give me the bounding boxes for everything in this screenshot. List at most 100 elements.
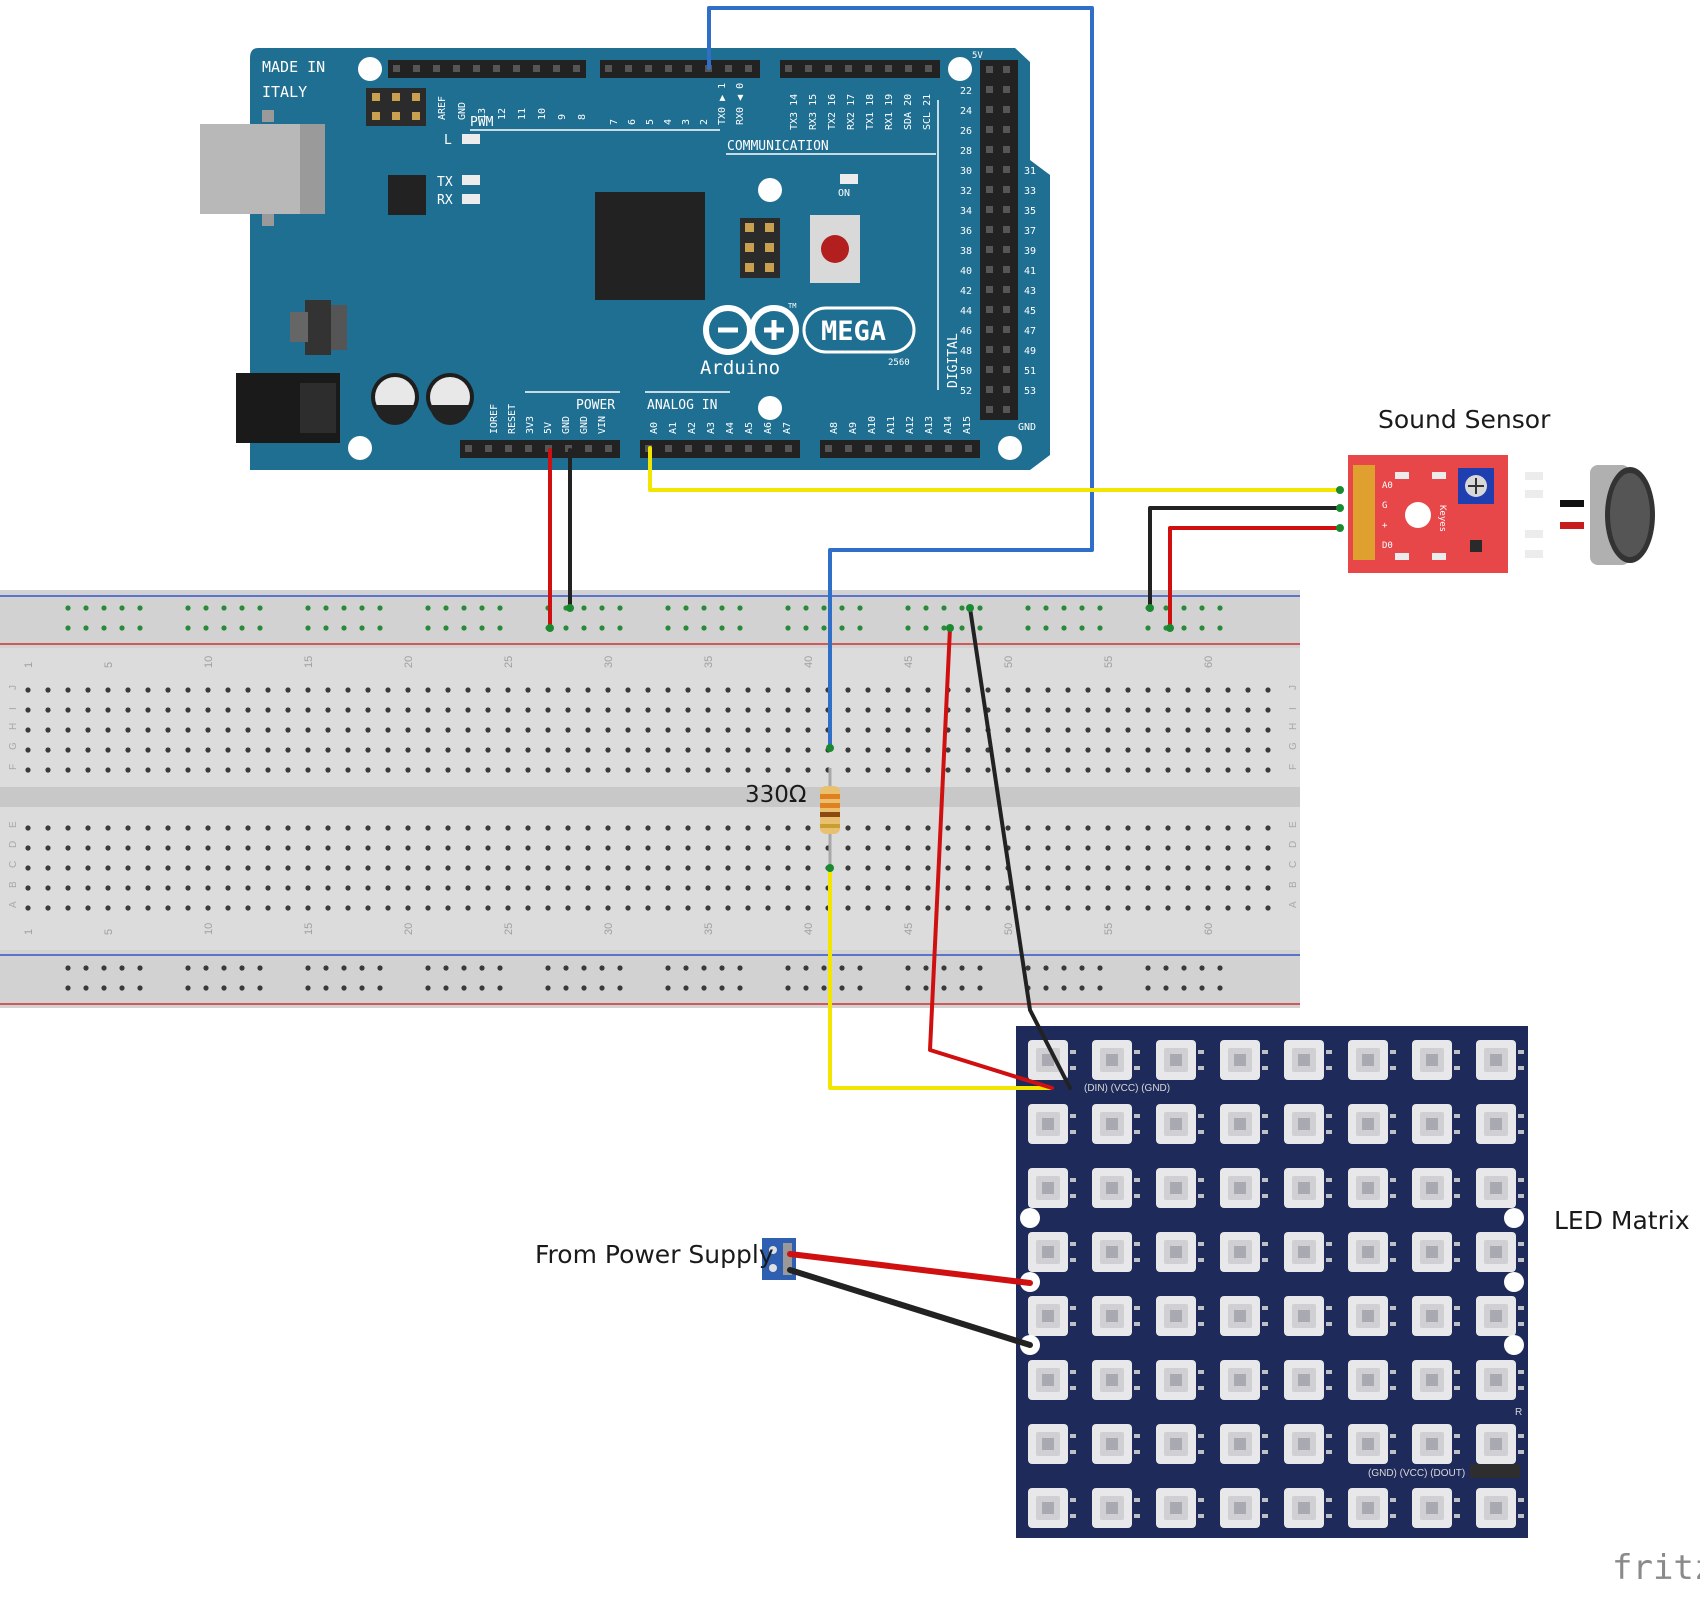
pin-label: SCL 21 <box>922 94 933 130</box>
matrix-led <box>1412 1040 1460 1080</box>
digital-label: DIGITAL <box>946 333 961 388</box>
resistor-330 <box>820 768 840 870</box>
breadboard-col-number: 60 <box>1203 923 1215 935</box>
matrix-led <box>1348 1296 1396 1336</box>
matrix-led <box>1092 1168 1140 1208</box>
pin-label: RX2 17 <box>846 94 857 130</box>
pin-label: 8 <box>577 114 588 120</box>
pin-label: 3V3 <box>525 416 536 434</box>
matrix-led <box>1348 1232 1396 1272</box>
matrix-led <box>1284 1424 1332 1464</box>
matrix-led <box>1220 1232 1268 1272</box>
breadboard-col-number: 25 <box>503 656 515 668</box>
arduino-mega-board: MADE IN ITALY PWM COMMUNICATION POWER AN… <box>200 48 1050 470</box>
pin-label: 46 <box>960 326 972 337</box>
pin-label: RESET <box>507 404 518 434</box>
pin-label: A13 <box>924 416 935 434</box>
matrix-led <box>1092 1488 1140 1528</box>
pin-label: TX0 ▶ 1 <box>717 83 728 125</box>
pin-label: 7 <box>609 119 620 125</box>
pin-label: IOREF <box>489 404 500 434</box>
pin-label: TX3 14 <box>789 94 800 130</box>
breadboard-holes <box>25 605 1271 991</box>
matrix-led <box>1412 1104 1460 1144</box>
wire-red-power-supply <box>787 1251 1033 1286</box>
pin-label: 52 <box>960 386 972 397</box>
breadboard-col-number: 1 <box>23 929 35 935</box>
matrix-led <box>1476 1104 1524 1144</box>
breadboard-row-letter: G <box>1288 742 1299 750</box>
breadboard-col-number: 45 <box>903 656 915 668</box>
wire-yellow-din <box>828 866 1052 1090</box>
matrix-led <box>1156 1296 1204 1336</box>
breadboard-column-numbers: 1155101015152020252530303535404045455050… <box>23 656 1215 935</box>
mega-badge <box>802 306 916 354</box>
5v-label: 5V <box>972 51 983 61</box>
pin-label: 38 <box>960 246 972 257</box>
microcontroller-chip <box>595 192 705 300</box>
breadboard-row-letter: F <box>8 764 19 770</box>
breadboard-col-number: 45 <box>903 923 915 935</box>
matrix-led <box>1220 1168 1268 1208</box>
pin-label: A6 <box>763 422 774 434</box>
matrix-led <box>1220 1360 1268 1400</box>
pin-label: 6 <box>627 119 638 125</box>
breadboard-col-number: 35 <box>703 923 715 935</box>
pin-label: A5 <box>744 422 755 434</box>
communication-label: COMMUNICATION <box>727 139 829 154</box>
matrix-led <box>1476 1488 1524 1528</box>
matrix-led <box>1284 1104 1332 1144</box>
pin-label: 26 <box>960 126 972 137</box>
matrix-led <box>1092 1040 1140 1080</box>
breadboard-col-number: 15 <box>303 656 315 668</box>
rx-label: RX <box>437 193 453 208</box>
matrix-led <box>1156 1424 1204 1464</box>
breadboard-col-number: 30 <box>603 923 615 935</box>
pin-label: 9 <box>557 114 568 120</box>
breadboard-col-number: 30 <box>603 656 615 668</box>
analog-in-label: ANALOG IN <box>647 398 717 413</box>
pin-label: 11 <box>517 108 528 120</box>
matrix-led <box>1476 1424 1524 1464</box>
matrix-led <box>1412 1232 1460 1272</box>
matrix-led <box>1476 1040 1524 1080</box>
pin-label: 43 <box>1024 286 1036 297</box>
breadboard-col-number: 10 <box>203 656 215 668</box>
matrix-led <box>1476 1360 1524 1400</box>
matrix-led <box>1220 1040 1268 1080</box>
pin-label: 31 <box>1024 166 1036 177</box>
r-mark: R <box>1515 1407 1522 1418</box>
power-supply-label: From Power Supply <box>535 1240 774 1269</box>
pin-label: A2 <box>687 422 698 434</box>
pin-label: GND <box>457 102 468 120</box>
pin-label: A0 <box>649 422 660 434</box>
matrix-led <box>1028 1232 1076 1272</box>
pin-label: GND <box>579 416 590 434</box>
pin-label: 47 <box>1024 326 1036 337</box>
matrix-led <box>1220 1104 1268 1144</box>
breadboard-row-letter: C <box>8 861 19 868</box>
pin-label: RX0 ◀ 0 <box>735 83 746 125</box>
matrix-led <box>1348 1168 1396 1208</box>
pin-label: 49 <box>1024 346 1036 357</box>
pin-label: 10 <box>537 108 548 120</box>
pin-label: 53 <box>1024 386 1036 397</box>
pin-label: 5 <box>645 119 656 125</box>
matrix-led <box>1028 1296 1076 1336</box>
mega-2560-label: 2560 <box>888 358 910 368</box>
breadboard-row-letter: F <box>1288 764 1299 770</box>
mega-label: MEGA <box>821 316 886 347</box>
matrix-led <box>1156 1104 1204 1144</box>
pin-label: 30 <box>960 166 972 177</box>
pin-label: 35 <box>1024 206 1036 217</box>
pin-label: RX3 15 <box>808 94 819 130</box>
sensor-pin-d0: D0 <box>1382 541 1393 551</box>
matrix-led <box>1348 1424 1396 1464</box>
power-terminal-block <box>762 1238 796 1280</box>
pin-label: A3 <box>706 422 717 434</box>
breadboard-row-letter: D <box>8 841 19 848</box>
pin-label: 51 <box>1024 366 1036 377</box>
breadboard-col-number: 1 <box>23 662 35 668</box>
led-matrix: (DIN) (VCC) (GND) (GND) (VCC) (DOUT) R <box>1016 1026 1528 1538</box>
pin-label: 48 <box>960 346 972 357</box>
